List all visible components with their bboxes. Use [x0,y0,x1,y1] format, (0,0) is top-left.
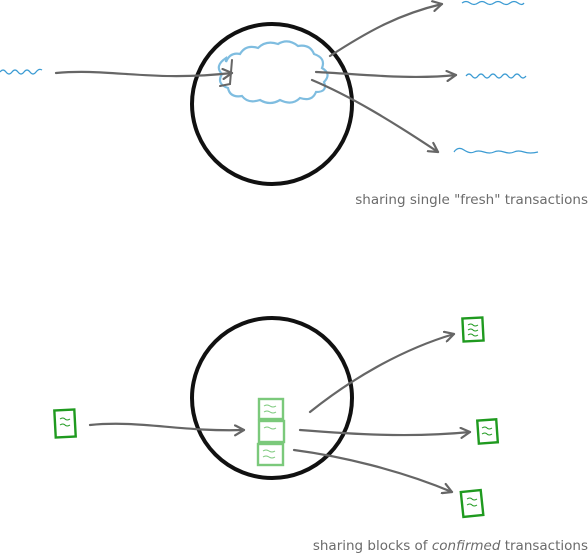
caption-fresh-transactions: sharing single "fresh" transactions [355,192,588,208]
outgoing-block-arrow-bottom-icon [292,448,454,492]
node-circle-icon [190,316,354,480]
arrow-tail-icon [219,59,233,87]
outgoing-block-arrow-top-icon [308,334,456,414]
outgoing-block-arrow-middle-icon [298,430,472,435]
incoming-transaction-icon [0,68,43,75]
caption-confirmed-blocks: sharing blocks of confirmed transactions [313,538,588,554]
incoming-block-icon [53,408,77,439]
caption-bottom-suffix: transactions [500,538,588,554]
outgoing-arrow-top-icon [328,4,444,58]
caption-bottom-prefix: sharing blocks of [312,538,432,554]
incoming-block-arrow-icon [88,422,246,430]
caption-bottom-emphasis: confirmed [431,538,501,554]
outgoing-transaction-top-icon [461,0,525,6]
incoming-arrow-icon [54,72,234,76]
node-circle-icon [190,22,354,186]
bottom-panel [53,316,500,519]
outgoing-block-bottom-icon [459,488,485,519]
outgoing-arrow-middle-icon [314,72,458,77]
outgoing-transaction-middle-icon [465,73,527,79]
mempool-cloud-icon [217,40,329,105]
top-panel [0,0,539,186]
block-stack-icon [256,397,286,467]
outgoing-arrow-bottom-icon [310,78,440,154]
outgoing-block-top-icon [461,316,485,343]
outgoing-transaction-bottom-icon [453,147,539,154]
outgoing-block-middle-icon [475,418,500,445]
